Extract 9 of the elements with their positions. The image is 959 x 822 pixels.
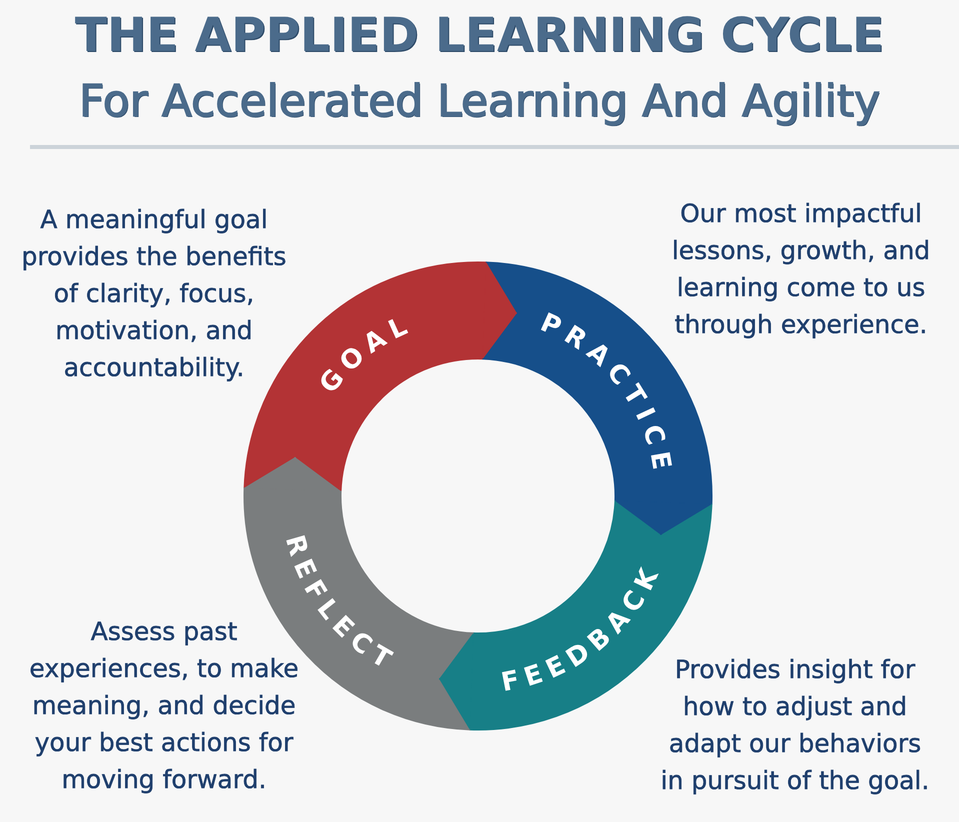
description-text: Provides insight for how to adjust and adapt our behaviors in pursuit of the goal. — [660, 654, 930, 797]
arrow — [439, 632, 474, 730]
description-text: Our most impactful lessons, growth, and learning come to us through experience. — [672, 198, 932, 339]
arrow — [614, 500, 712, 535]
arrow — [482, 262, 517, 360]
description-text: A meaningful goal provides the benefits of clarity, focus, motivation, and accountability. — [20, 204, 288, 384]
title: THE APPLIED LEARNING CYCLE — [74, 9, 884, 63]
subtitle: For Accelerated Learning And Agility — [79, 77, 880, 127]
arrow — [244, 457, 342, 492]
